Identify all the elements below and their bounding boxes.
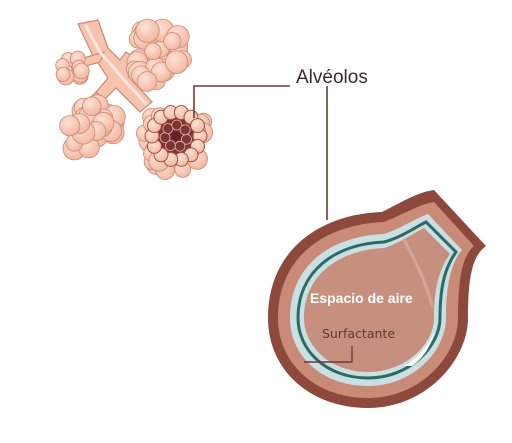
alveolus-sac <box>164 50 189 74</box>
alveolus-sac <box>55 67 71 82</box>
alveolus-sac <box>82 96 102 116</box>
alveolar-membrane <box>296 220 458 380</box>
alveolus-sac <box>136 71 158 92</box>
gloss-highlight <box>404 332 434 366</box>
inner-sac <box>159 132 171 144</box>
inner-sac <box>174 140 186 152</box>
bronchiole-highlight <box>84 24 148 106</box>
inner-sac <box>179 124 191 136</box>
alveolos-leader-line <box>193 85 290 118</box>
alveolus-sac <box>144 42 162 61</box>
alveolos-label: Alvéolos <box>296 67 368 88</box>
alveolus-sac <box>73 62 90 80</box>
magnified-alveolus: Espacio de aire Surfactante <box>268 190 486 408</box>
alveolus-sac <box>163 32 182 51</box>
inner-highlight <box>402 238 434 308</box>
cross-section-sac <box>190 118 206 134</box>
inner-sac <box>165 140 176 151</box>
inner-sac <box>162 123 174 134</box>
alveolus-sac <box>59 115 81 137</box>
air-space <box>304 228 450 372</box>
surfactant-leader-line <box>304 346 353 363</box>
inner-sac <box>171 119 183 131</box>
alveolus-sac <box>135 18 160 43</box>
surfactant-label: Surfactante <box>322 326 395 341</box>
cross-section-rim <box>144 105 208 167</box>
alveolus-cross-section <box>144 105 208 167</box>
air-space-label: Espacio de aire <box>310 290 413 306</box>
